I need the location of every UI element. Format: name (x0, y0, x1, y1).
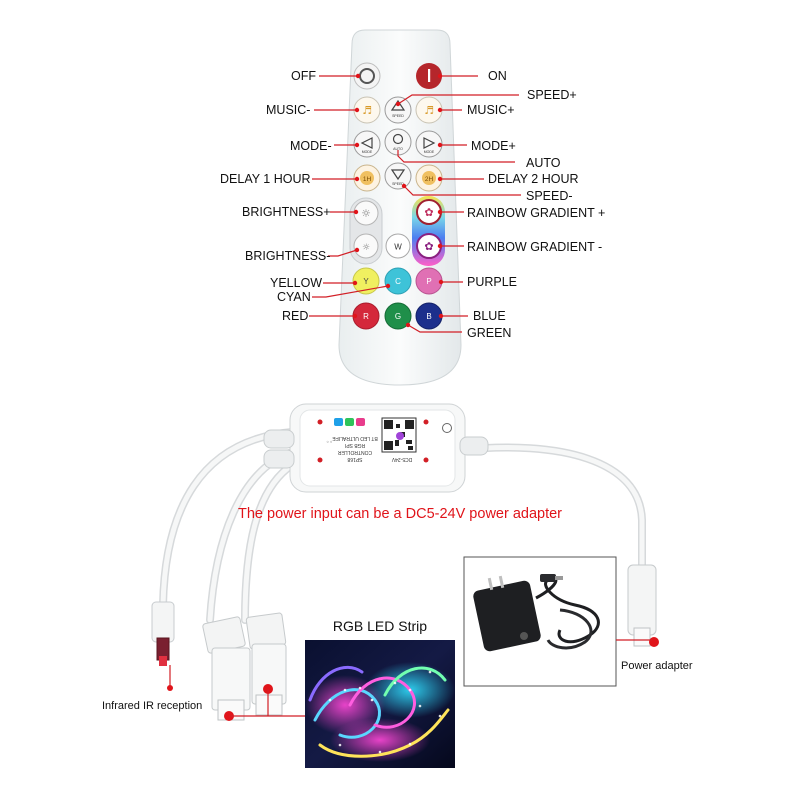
triangle-up-icon (390, 99, 406, 111)
dc-plug (616, 564, 659, 647)
red-text: R (363, 312, 369, 321)
white-button[interactable]: W (385, 233, 411, 259)
callout-dots (352, 73, 444, 328)
green-button[interactable]: G (384, 302, 412, 330)
label-rainbow-minus: RAINBOW GRADIENT - (467, 240, 603, 254)
label-cyan: CYAN (277, 290, 311, 304)
label-music-minus: MUSIC- (266, 103, 311, 117)
mode-plus-text: MODE (424, 150, 435, 154)
label-auto: AUTO (526, 156, 561, 170)
mode-minus-text: MODE (362, 150, 373, 154)
label-delay-2-hour: DELAY 2 HOUR (488, 172, 579, 186)
cyan-text: C (395, 277, 401, 286)
right-callouts (397, 75, 521, 333)
label-speed-plus: SPEED+ (527, 88, 577, 102)
ir-label: Infrared IR reception (102, 700, 203, 712)
controller: ◦◦ SP168 CONTROLLER RGB SPI BT LED ULTRA… (289, 403, 466, 493)
brightness-plus-button[interactable]: ☼ (353, 200, 379, 226)
label-yellow: YELLOW (270, 276, 323, 290)
controller-voltage: DC5-24V (391, 456, 412, 462)
flower-plus-icon: ✿ (424, 206, 433, 219)
cyan-button[interactable]: C (384, 267, 412, 295)
rainbow-minus-button[interactable]: ✿ (416, 233, 442, 259)
auto-text: AUTO (393, 147, 403, 151)
on-button[interactable] (416, 63, 442, 89)
brightness-minus-button[interactable]: ☼ (353, 233, 379, 259)
label-blue: BLUE (473, 309, 506, 323)
triangle-left-icon (360, 137, 373, 149)
label-mode-plus: MODE+ (471, 139, 516, 153)
label-music-plus: MUSIC+ (467, 103, 515, 117)
yellow-text: Y (363, 277, 369, 286)
triangle-right-icon (423, 137, 436, 149)
delay-2h-button[interactable]: 2H (415, 164, 443, 192)
blue-button[interactable]: B (415, 302, 443, 330)
mode-plus-button[interactable]: MODE (415, 130, 443, 158)
label-green: GREEN (467, 326, 512, 340)
led-connectors (202, 612, 305, 721)
strip-title: RGB LED Strip (332, 618, 428, 634)
yellow-button[interactable]: Y (352, 267, 380, 295)
app-icon (396, 432, 404, 440)
blue-text: B (426, 312, 431, 321)
white-text: W (394, 243, 402, 252)
controller-name: CONTROLLER (338, 449, 373, 455)
sun-small-icon: ☼ (362, 243, 370, 253)
label-off: OFF (291, 69, 316, 83)
controller-brand: BT LED ULTRALIFE (332, 435, 378, 441)
music-plus-icon: ♬ (424, 104, 434, 117)
left-callouts (309, 75, 389, 317)
bt-icon: ◦◦ (326, 439, 333, 446)
mode-minus-button[interactable]: MODE (353, 130, 381, 158)
label-brightness-plus: BRIGHTNESS+ (242, 205, 331, 219)
green-text: G (395, 312, 401, 321)
rainbow-plus-button[interactable]: ✿ (416, 199, 442, 225)
off-button[interactable] (353, 62, 381, 90)
label-on: ON (488, 69, 507, 83)
purple-text: P (426, 277, 431, 286)
controller-model: SP168 (347, 456, 362, 462)
ir-receiver (151, 601, 175, 691)
auto-button[interactable]: AUTO (384, 128, 412, 156)
speed-plus-text: SPEED (392, 114, 404, 118)
speed-plus-button[interactable]: SPEED (384, 96, 412, 124)
delay-1h-text: 1H (363, 176, 372, 183)
sun-icon: ☼ (361, 207, 371, 220)
auto-icon (392, 133, 404, 145)
speed-minus-text: SPEED (392, 182, 404, 186)
label-red: RED (282, 309, 309, 323)
purple-button[interactable]: P (415, 267, 443, 295)
controller-rgbspi: RGB SPI (345, 442, 365, 448)
speed-minus-button[interactable]: SPEED (384, 162, 412, 190)
delay-1h-button[interactable]: 1H (353, 164, 381, 192)
strain-reliefs (263, 429, 489, 469)
label-brightness-minus: BRIGHTNESS- (245, 249, 331, 263)
flower-minus-icon: ✿ (424, 240, 433, 253)
label-speed-minus: SPEED- (526, 189, 573, 203)
label-mode-minus: MODE- (290, 139, 332, 153)
label-rainbow-plus: RAINBOW GRADIENT + (467, 206, 606, 220)
label-delay-1-hour: DELAY 1 HOUR (220, 172, 311, 186)
cables (159, 428, 646, 624)
power-input-note: The power input can be a DC5-24V power a… (237, 506, 563, 522)
label-purple: PURPLE (467, 275, 518, 289)
led-strip-photo (305, 640, 455, 768)
triangle-down-icon (390, 169, 406, 181)
power-adapter-box (463, 556, 617, 687)
adapter-label: Power adapter (621, 660, 693, 672)
ir-sensor-icon (442, 423, 452, 433)
music-minus-icon: ♬ (362, 104, 372, 117)
delay-2h-text: 2H (425, 176, 434, 183)
